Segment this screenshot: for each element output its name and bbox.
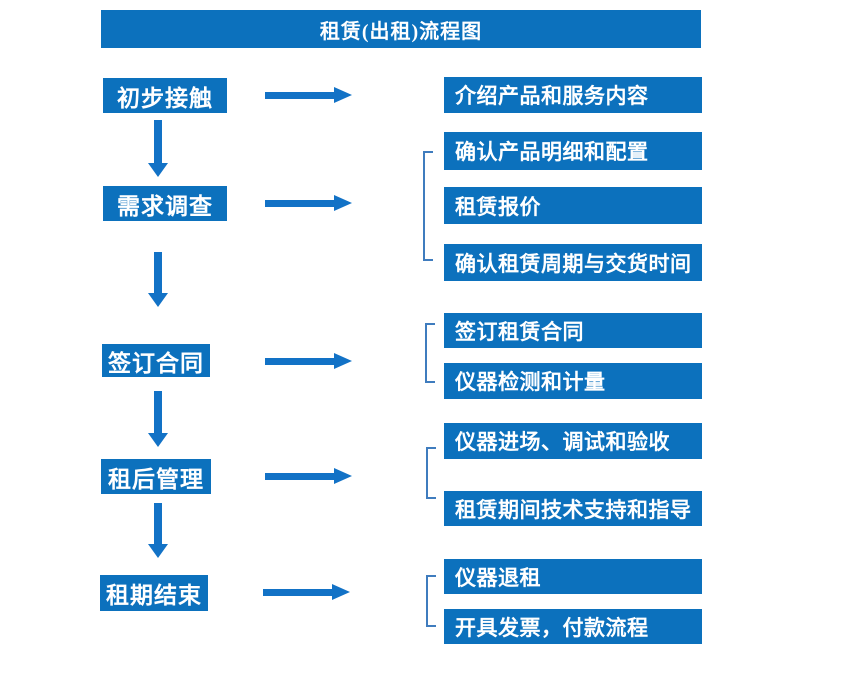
arrow-right-icon (265, 468, 352, 484)
detail-label: 确认租赁周期与交货时间 (455, 251, 692, 276)
arrow-head (148, 433, 168, 447)
step-box-post-rental-management: 租后管理 (101, 459, 211, 494)
flowchart-title: 租赁(出租)流程图 (319, 20, 483, 43)
arrow-shaft (265, 357, 334, 365)
detail-label: 仪器退租 (455, 565, 541, 590)
group-bracket-lease-end (426, 575, 436, 627)
arrow-down-icon (148, 252, 168, 307)
arrow-right-icon (265, 87, 352, 103)
arrow-right-icon (265, 353, 352, 369)
arrow-shaft (263, 588, 332, 596)
arrow-shaft (154, 503, 162, 544)
arrow-down-icon (148, 391, 168, 447)
step-box-initial-contact: 初步接触 (103, 78, 227, 113)
arrow-head (334, 468, 352, 484)
arrow-head (334, 195, 352, 211)
flowchart-title-bar: 租赁(出租)流程图 (101, 10, 701, 48)
arrow-shaft (265, 199, 334, 207)
detail-label: 仪器进场、调试和验收 (455, 430, 670, 454)
detail-box-instrument-return: 仪器退租 (444, 559, 702, 594)
detail-label: 仪器检测和计量 (455, 370, 606, 394)
detail-box-sign-rental-contract: 签订租赁合同 (444, 313, 702, 348)
arrow-shaft (154, 252, 162, 293)
step-label: 签订合同 (108, 350, 204, 376)
group-bracket-sign-contract (425, 323, 435, 383)
detail-box-instrument-setup-acceptance: 仪器进场、调试和验收 (444, 423, 702, 459)
arrow-right-icon (265, 195, 352, 211)
detail-box-tech-support: 租赁期间技术支持和指导 (444, 491, 702, 526)
detail-label: 签订租赁合同 (455, 319, 584, 344)
arrow-down-icon (148, 503, 168, 558)
detail-box-rental-quote: 租赁报价 (444, 187, 702, 224)
arrow-shaft (265, 91, 334, 99)
detail-box-confirm-period-delivery: 确认租赁周期与交货时间 (444, 244, 702, 281)
step-box-lease-end: 租期结束 (100, 575, 208, 611)
detail-box-confirm-product-config: 确认产品明细和配置 (444, 132, 702, 170)
detail-box-invoice-payment: 开具发票，付款流程 (444, 609, 702, 644)
group-bracket-post-rental (426, 447, 436, 499)
arrow-shaft (154, 120, 162, 163)
arrow-shaft (154, 391, 162, 433)
arrow-head (332, 584, 350, 600)
arrow-shaft (265, 472, 334, 480)
detail-box-instrument-test-metering: 仪器检测和计量 (444, 363, 702, 399)
arrow-head (334, 353, 352, 369)
arrow-head (148, 163, 168, 177)
step-label: 需求调查 (117, 193, 213, 219)
step-label: 租期结束 (106, 583, 202, 608)
arrow-down-icon (148, 120, 168, 177)
arrow-head (334, 87, 352, 103)
detail-label: 租赁报价 (455, 194, 541, 219)
arrow-head (148, 544, 168, 558)
detail-label: 开具发票，付款流程 (455, 615, 649, 640)
arrow-right-icon (263, 584, 350, 600)
step-box-sign-contract: 签订合同 (102, 344, 210, 377)
detail-label: 介绍产品和服务内容 (455, 84, 649, 108)
detail-box-introduce-products: 介绍产品和服务内容 (444, 77, 702, 113)
detail-label: 确认产品明细和配置 (455, 140, 649, 164)
step-label: 租后管理 (108, 466, 204, 492)
arrow-head (148, 293, 168, 307)
detail-label: 租赁期间技术支持和指导 (455, 497, 692, 522)
step-label: 初步接触 (117, 85, 213, 111)
step-box-demand-survey: 需求调查 (103, 186, 227, 221)
group-bracket-demand-survey (423, 151, 433, 261)
